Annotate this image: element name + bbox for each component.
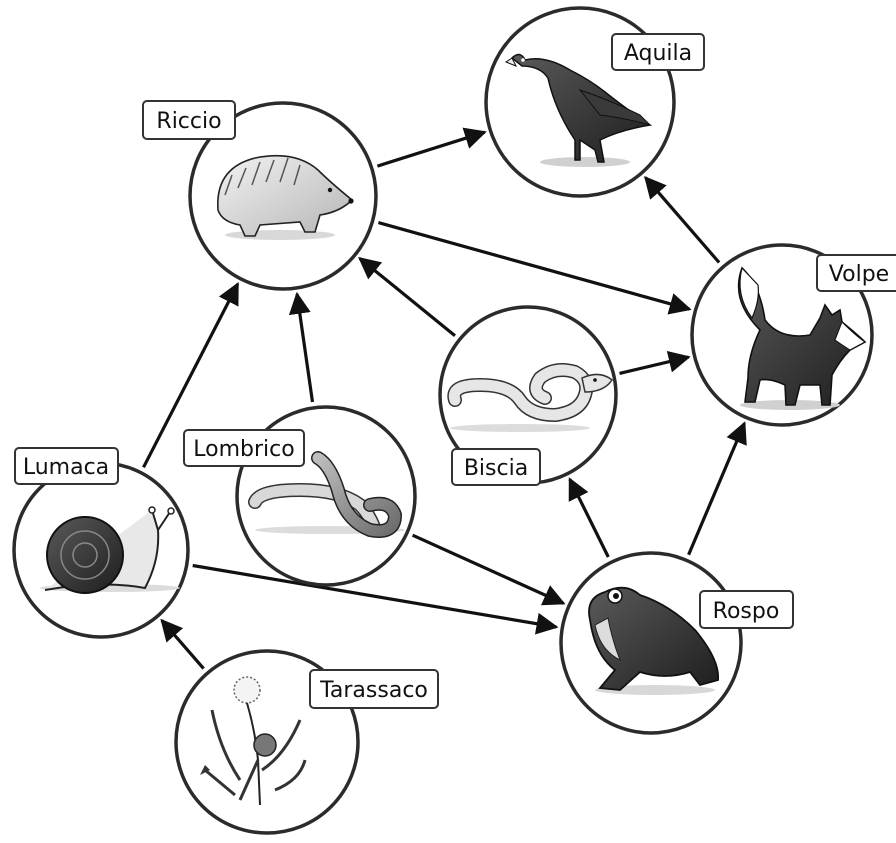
arrow-rospo-to-biscia bbox=[568, 477, 610, 558]
toad-icon bbox=[588, 586, 719, 695]
label-volpe-text: Volpe bbox=[829, 262, 889, 287]
arrow-lumaca-to-rospo bbox=[192, 563, 559, 635]
node-biscia bbox=[438, 305, 618, 485]
fox-icon bbox=[737, 266, 867, 410]
earthworm-icon bbox=[248, 451, 405, 538]
label-volpe: Volpe bbox=[816, 254, 896, 292]
label-rospo: Rospo bbox=[699, 590, 794, 629]
arrow-lombrico-to-riccio bbox=[288, 291, 315, 403]
arrow-lumaca-to-riccio bbox=[142, 282, 240, 469]
label-tarassaco-text: Tarassaco bbox=[319, 678, 428, 703]
label-riccio: Riccio bbox=[142, 100, 236, 140]
label-aquila-text: Aquila bbox=[624, 41, 692, 66]
arrow-biscia-to-volpe bbox=[619, 350, 691, 375]
arrow-riccio-to-volpe bbox=[377, 221, 692, 315]
arrow-tarassaco-to-lumaca bbox=[160, 618, 205, 670]
arrow-rospo-to-volpe bbox=[687, 421, 747, 556]
label-lumaca: Lumaca bbox=[14, 447, 119, 485]
label-riccio-text: Riccio bbox=[156, 109, 221, 134]
node-lumaca bbox=[12, 461, 190, 639]
node-riccio bbox=[188, 101, 378, 291]
snail-icon bbox=[40, 506, 180, 594]
label-aquila: Aquila bbox=[611, 33, 705, 71]
node-rospo bbox=[559, 551, 743, 735]
dandelion-icon bbox=[200, 676, 307, 806]
arrow-riccio-to-aquila bbox=[376, 127, 487, 168]
label-lumaca-text: Lumaca bbox=[23, 455, 109, 480]
label-lombrico: Lombrico bbox=[183, 429, 305, 467]
label-tarassaco: Tarassaco bbox=[309, 669, 439, 709]
label-lombrico-text: Lombrico bbox=[193, 437, 294, 462]
label-biscia-text: Biscia bbox=[464, 456, 528, 481]
arrow-volpe-to-aquila bbox=[644, 175, 721, 264]
arrow-biscia-to-riccio bbox=[358, 257, 457, 337]
edges-layer bbox=[142, 127, 747, 670]
label-biscia: Biscia bbox=[451, 448, 541, 486]
arrow-lombrico-to-rospo bbox=[411, 533, 566, 606]
snake-icon bbox=[447, 363, 613, 432]
hedgehog-icon bbox=[217, 154, 354, 240]
eagle-icon bbox=[504, 53, 652, 167]
label-rospo-text: Rospo bbox=[713, 599, 780, 624]
